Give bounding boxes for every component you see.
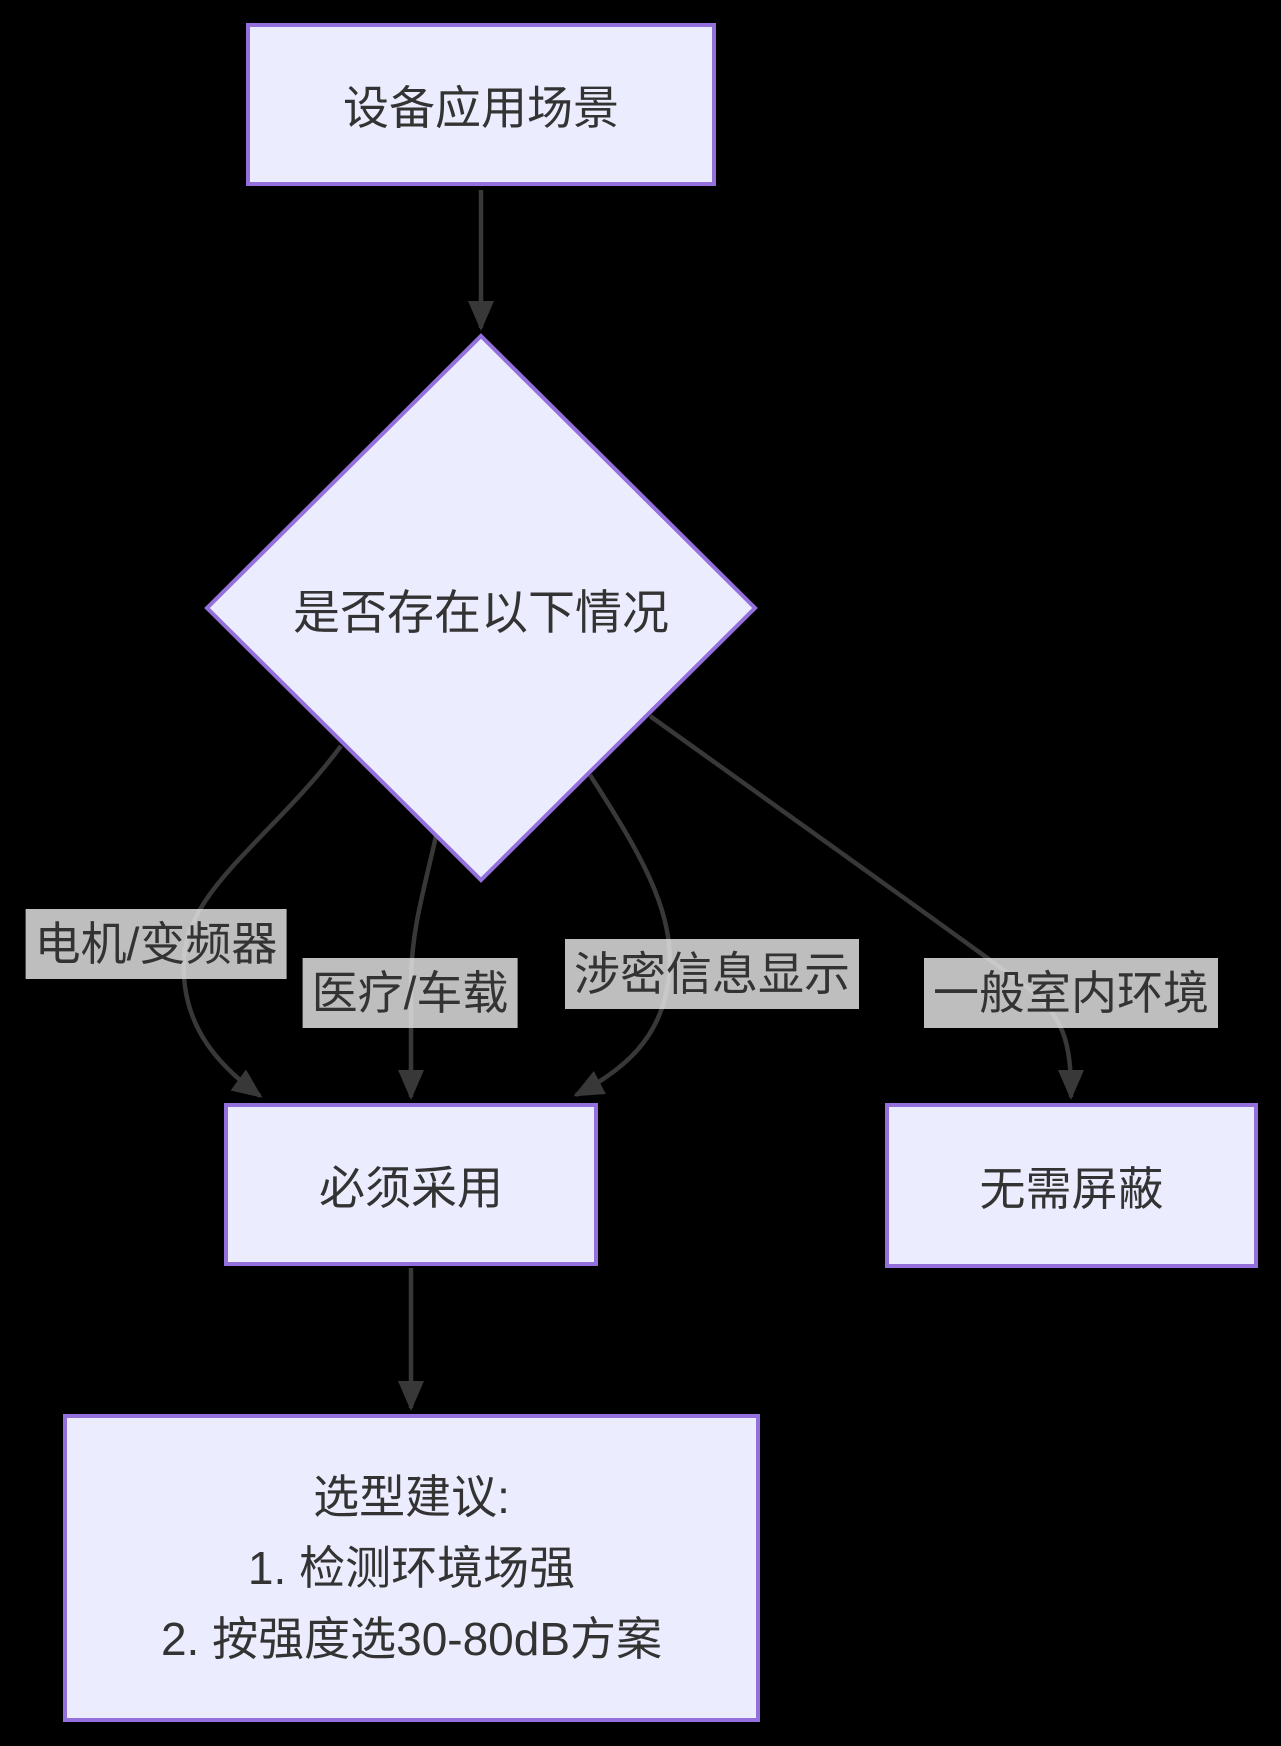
edge-indoor-to-noshield bbox=[648, 714, 1084, 1100]
advice-line-1: 1. 检测环境场强 bbox=[247, 1541, 576, 1594]
advice-line-2: 2. 按强度选30-80dB方案 bbox=[160, 1612, 663, 1665]
edge-label-confidential-display: 涉密信息显示 bbox=[565, 939, 859, 1009]
node-device-scenario-label: 设备应用场景 bbox=[343, 81, 619, 134]
node-decision-label-wrap: 是否存在以下情况 bbox=[231, 560, 731, 656]
edge-label-general-indoor: 一般室内环境 bbox=[924, 958, 1218, 1028]
node-no-shield: 无需屏蔽 bbox=[885, 1103, 1258, 1268]
node-decision-label: 是否存在以下情况 bbox=[293, 585, 669, 639]
edge-label-medical-vehicle: 医疗/车载 bbox=[302, 958, 518, 1028]
node-selection-advice: 选型建议: 1. 检测环境场强 2. 按强度选30-80dB方案 bbox=[63, 1414, 760, 1722]
decision-diamond-shape bbox=[204, 333, 758, 883]
node-must-adopt: 必须采用 bbox=[224, 1103, 598, 1266]
edge-confidential-to-must bbox=[573, 773, 672, 1097]
node-must-adopt-label: 必须采用 bbox=[319, 1161, 503, 1214]
edge-label-motor-inverter: 电机/变频器 bbox=[25, 909, 287, 979]
node-no-shield-label: 无需屏蔽 bbox=[979, 1162, 1164, 1215]
node-device-scenario: 设备应用场景 bbox=[246, 23, 716, 186]
advice-line-title: 选型建议: bbox=[313, 1470, 510, 1523]
